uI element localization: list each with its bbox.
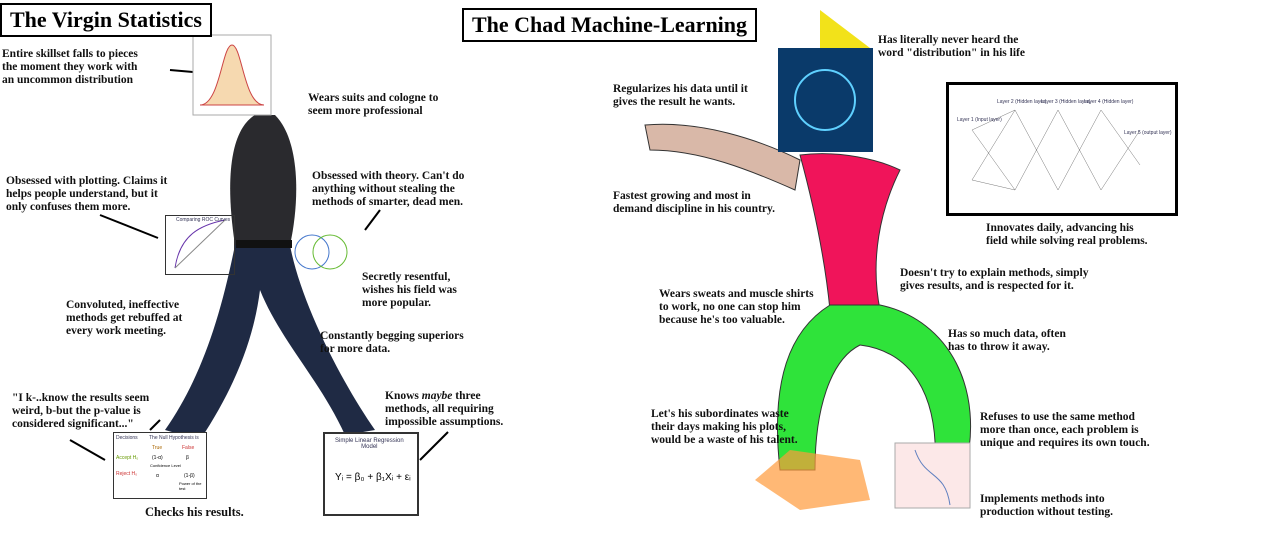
knows-pre: Knows	[385, 390, 422, 402]
caption: Fastest growing and most in demand disci…	[613, 190, 775, 215]
caption: Has so much data, often has to throw it …	[948, 328, 1066, 353]
caption: Convoluted, ineffective methods get rebu…	[66, 299, 183, 337]
roc-chart: Comparing ROC Curves	[165, 215, 235, 275]
table-reject: Reject H₀	[116, 471, 138, 477]
caption: "I k-..know the results seem weird, b-bu…	[12, 392, 150, 430]
chad-pants	[777, 304, 972, 471]
caption: Regularizes his data until it gives the …	[613, 83, 748, 108]
caption-knows: Knows maybe three methods, all requiring…	[385, 390, 503, 429]
knows-em: maybe	[421, 390, 453, 402]
knows-post: three methods, all requiring impossible …	[385, 390, 504, 428]
table-c1s: Confidence Level	[150, 463, 181, 468]
caption: Refuses to use the same method more than…	[980, 411, 1150, 449]
table-h1: Decisions	[116, 435, 138, 441]
virgin-torso	[230, 115, 297, 245]
caption: Innovates daily, advancing his field whi…	[986, 222, 1148, 247]
surface-plot	[755, 450, 870, 510]
virgin-title: The Virgin Statistics	[0, 3, 212, 37]
chad-shirt	[799, 153, 901, 311]
caption: Secretly resentful, wishes his field was…	[362, 271, 457, 309]
virgin-legs	[165, 245, 375, 440]
caption: Let's his subordinates waste their days …	[651, 408, 798, 446]
caption: Checks his results.	[145, 505, 244, 519]
chad-arm	[644, 123, 801, 191]
chad-head-ai	[778, 48, 873, 152]
regression-slide: Simple Linear Regression Model Yᵢ = β₀ +…	[323, 432, 419, 516]
nn-layer-label: Layer 5 (output layer)	[1124, 130, 1172, 136]
hypothesis-table: Decisions The Null Hypothesis is True Fa…	[113, 432, 207, 499]
table-c4s: Power of the test	[179, 481, 202, 491]
caption: Obsessed with plotting. Claims it helps …	[6, 175, 168, 213]
table-c3: α	[156, 473, 159, 479]
regression-title: Simple Linear Regression Model	[335, 438, 404, 450]
caption: Has literally never heard the word "dist…	[878, 34, 1025, 59]
caption: Implements methods into production witho…	[980, 493, 1114, 518]
caption: Entire skillset falls to pieces the mome…	[2, 48, 138, 86]
regression-equation: Yᵢ = β₀ + β₁Xᵢ + εᵢ	[335, 472, 411, 483]
table-false: False	[182, 445, 195, 451]
caption: Constantly begging superiors for more da…	[320, 330, 464, 355]
table-c2: β	[186, 455, 189, 461]
caption: Wears sweats and muscle shirts to work, …	[659, 288, 814, 326]
nn-layer-label: Layer 4 (Hidden layer)	[1084, 99, 1134, 105]
roc-title: Comparing ROC Curves	[176, 217, 231, 223]
caption: Wears suits and cologne to seem more pro…	[308, 92, 439, 117]
neural-network-edges	[971, 109, 1141, 191]
table-c4: (1-β)	[184, 473, 195, 479]
table-true: True	[152, 445, 163, 451]
table-accept: Accept H₀	[116, 455, 139, 461]
nn-layer-label: Layer 3 (Hidden layer)	[1041, 99, 1091, 105]
nn-layer-label: Layer 2 (Hidden layer)	[997, 99, 1047, 105]
caption: Obsessed with theory. Can't do anything …	[312, 170, 465, 208]
caption: Doesn't try to explain methods, simply g…	[900, 267, 1089, 292]
neural-network-diagram: Layer 1 (Input layer) Layer 2 (Hidden la…	[946, 82, 1178, 216]
table-h2: The Null Hypothesis is	[149, 435, 199, 441]
nn-layer-label: Layer 1 (Input layer)	[957, 117, 1002, 123]
chad-hat	[820, 10, 870, 50]
table-c1: (1-α)	[152, 455, 163, 461]
chad-title: The Chad Machine-Learning	[462, 8, 758, 42]
